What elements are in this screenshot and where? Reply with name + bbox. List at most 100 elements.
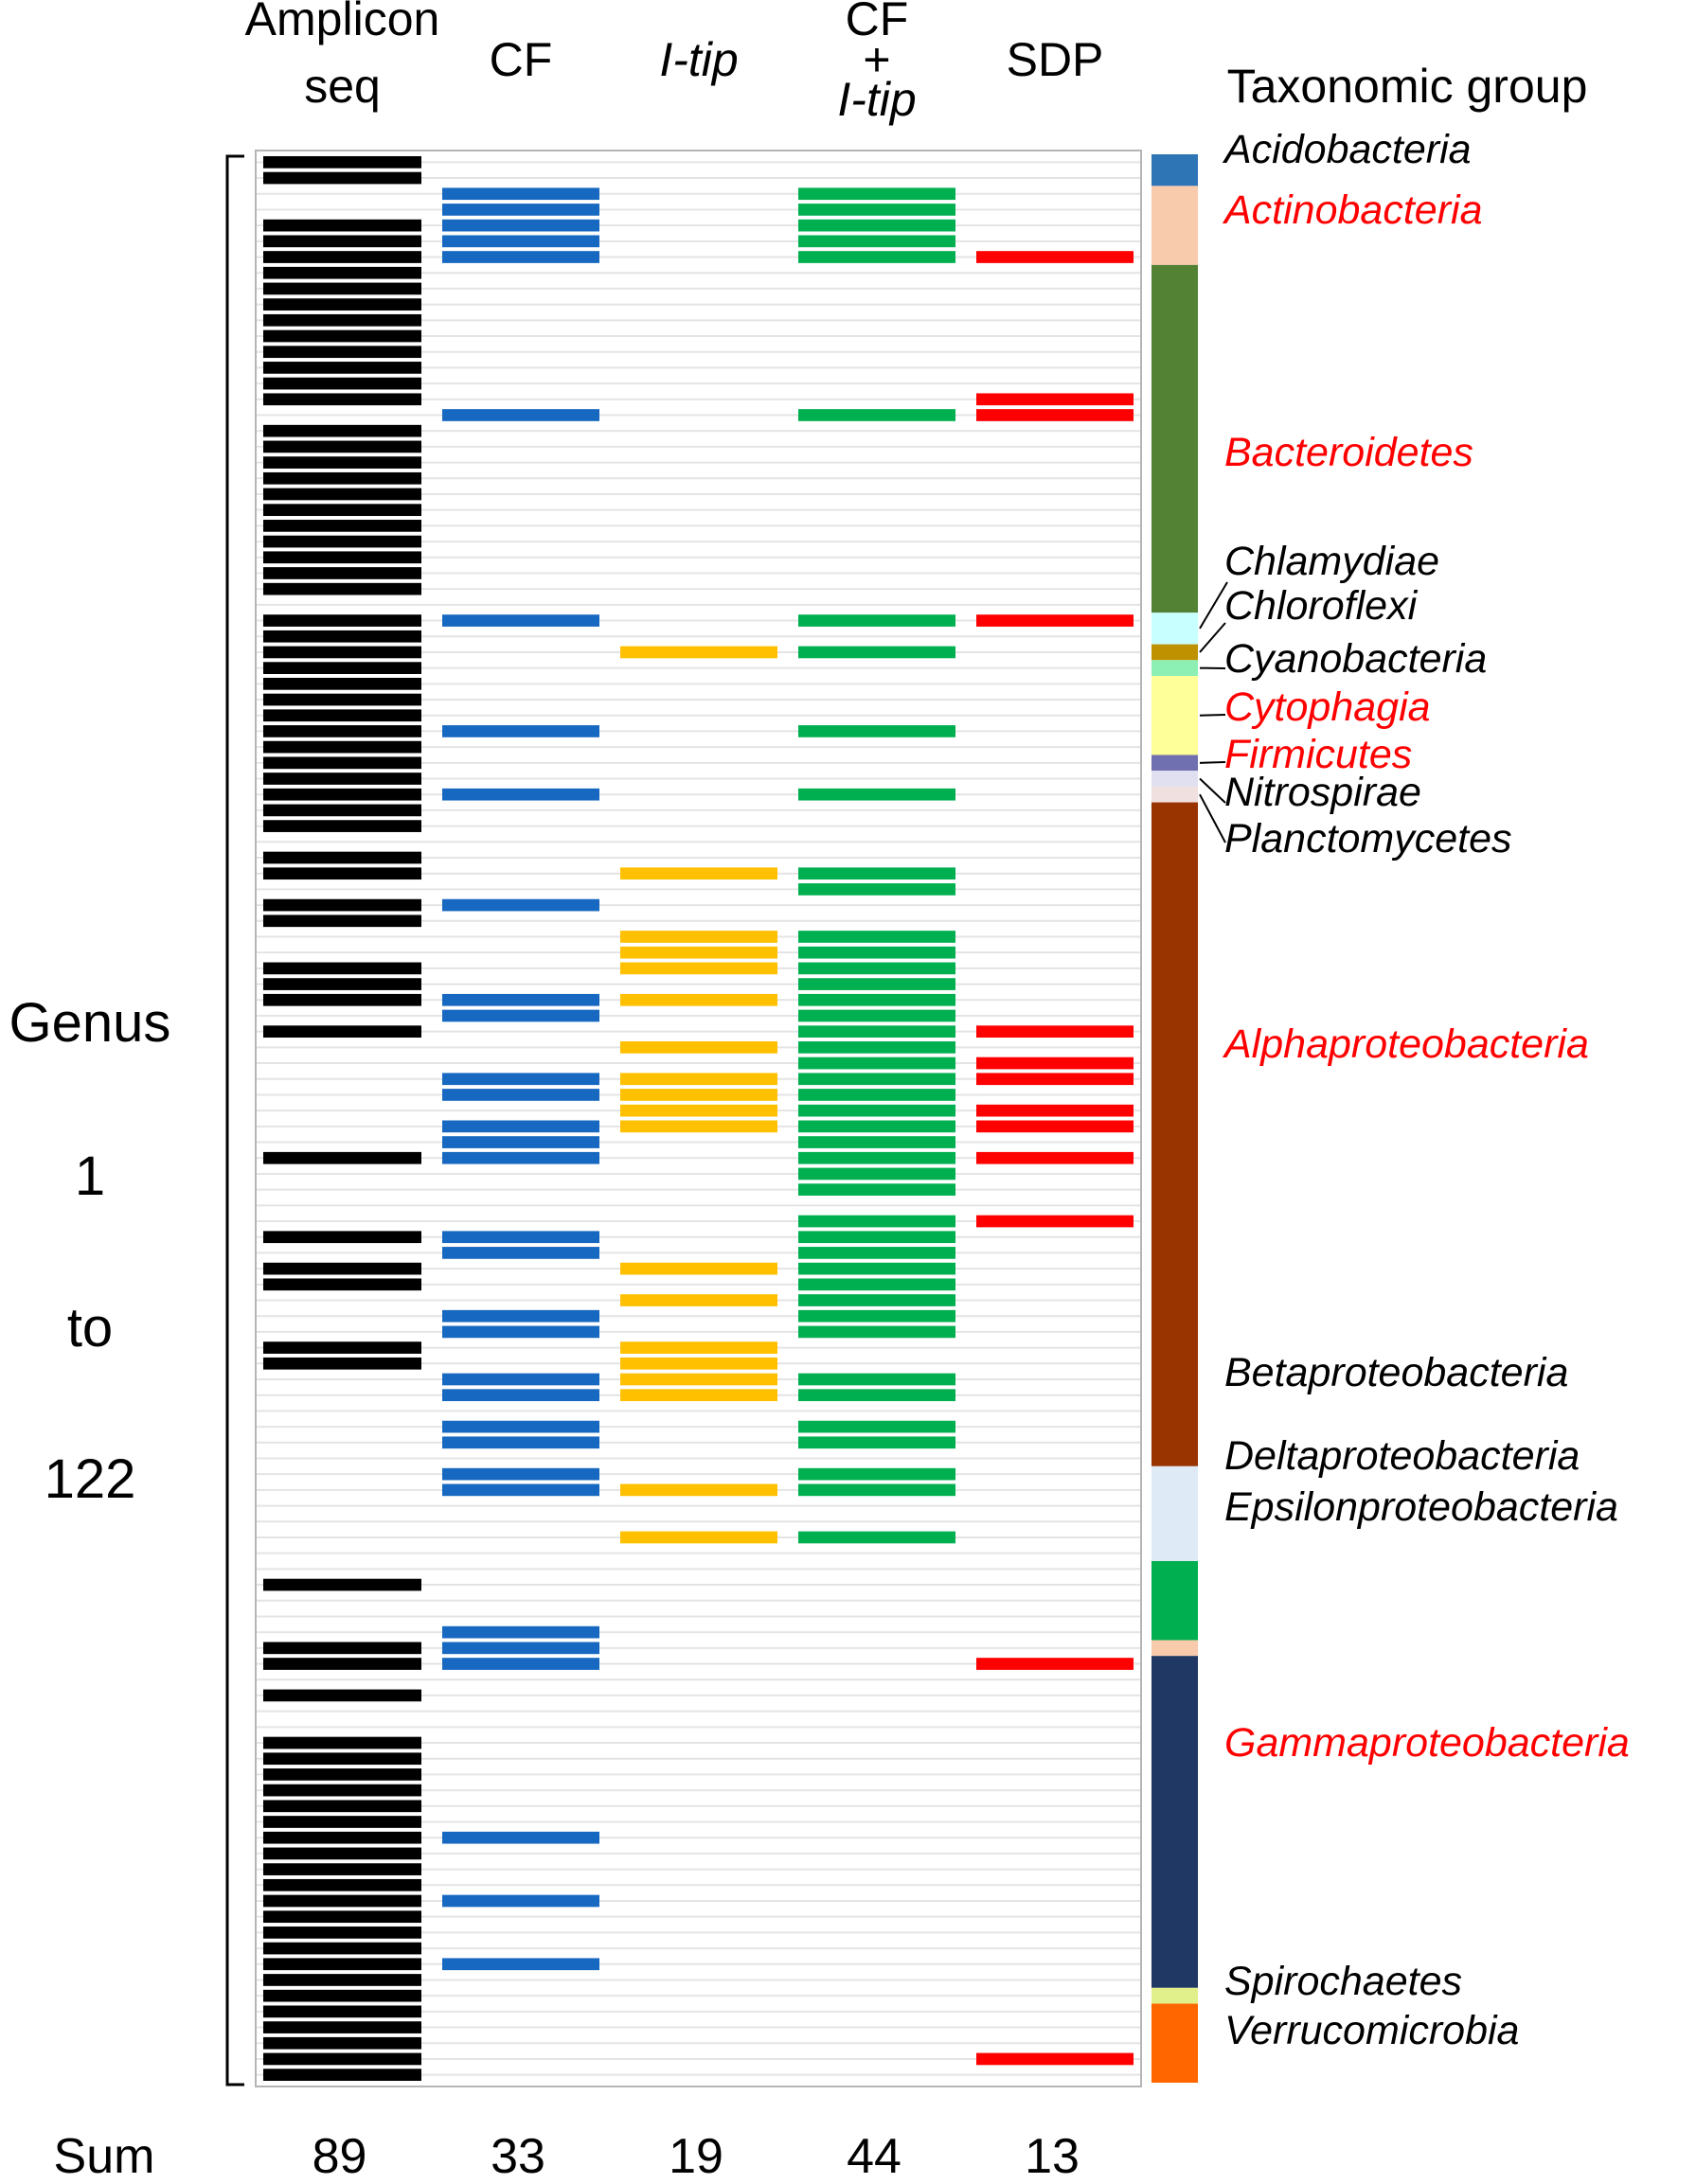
bar-cf_itip-genus-58: [798, 1056, 955, 1070]
leader-chloroflexi: [1199, 622, 1226, 653]
bar-itip-genus-46: [620, 867, 777, 880]
bar-amplicon-genus-52: [263, 962, 421, 975]
bar-cf-genus-84: [442, 1467, 599, 1481]
sum-sdp: 13: [1025, 2129, 1080, 2184]
bar-amplicon-genus-45: [263, 851, 421, 864]
bar-cf_itip-genus-65: [798, 1167, 955, 1181]
bar-amplicon-genus-34: [263, 677, 421, 690]
sum-itip: 19: [669, 2129, 723, 2184]
bar-amplicon-genus-122: [263, 2069, 421, 2081]
bar-itip-genus-61: [620, 1104, 777, 1117]
bar-sdp-genus-68: [976, 1215, 1134, 1228]
bar-amplicon-genus-41: [263, 788, 421, 801]
bar-amplicon-genus-21: [263, 471, 421, 485]
bar-cf_itip-genus-74: [798, 1309, 955, 1323]
bar-cf_itip-genus-52: [798, 962, 955, 975]
bar-itip-genus-77: [620, 1357, 777, 1370]
tax-band-actinobacteria: [1151, 186, 1198, 265]
column-header-cf-line-0: CF: [490, 33, 553, 86]
bar-cf-genus-4: [442, 204, 599, 216]
bar-amplicon-genus-110: [263, 1878, 421, 1891]
bar-amplicon-genus-23: [263, 504, 421, 517]
bar-amplicon-genus-115: [263, 1958, 421, 1971]
bar-cf-genus-41: [442, 788, 599, 801]
bar-itip-genus-76: [620, 1341, 777, 1354]
bar-amplicon-genus-18: [263, 424, 421, 437]
bar-amplicon-genus-8: [263, 266, 421, 279]
bar-amplicon-genus-30: [263, 614, 421, 627]
bar-amplicon-genus-113: [263, 1927, 421, 1939]
bar-cf-genus-63: [442, 1136, 599, 1148]
tax-band-bacteroidetes: [1151, 264, 1198, 613]
sum-cf: 33: [491, 2129, 545, 2184]
bar-cf_itip-genus-46: [798, 867, 955, 880]
bar-cf_itip-genus-56: [798, 1025, 955, 1039]
bar-cf_itip-genus-63: [798, 1136, 955, 1148]
bar-cf_itip-genus-17: [798, 409, 955, 421]
bar-cf_itip-genus-53: [798, 978, 955, 990]
bar-amplicon-genus-119: [263, 2021, 421, 2033]
bar-amplicon-genus-13: [263, 346, 421, 359]
bar-cf-genus-59: [442, 1073, 599, 1086]
leader-firmicutes: [1199, 761, 1226, 764]
bar-amplicon-genus-20: [263, 456, 421, 469]
tax-band-cytophagia: [1151, 675, 1198, 755]
taxonomic-group-header: Taxonomic group: [1227, 60, 1588, 113]
tax-band-cyanobacteria: [1151, 660, 1198, 676]
bar-amplicon-genus-1: [263, 156, 421, 169]
tax-band-firmicutes: [1151, 755, 1198, 772]
bar-cf-genus-107: [442, 1831, 599, 1844]
tax-label-alphaproteobacteria: Alphaproteobacteria: [1222, 1021, 1589, 1067]
genus-axis-label-1: 1: [75, 1145, 105, 1207]
bar-amplicon-genus-107: [263, 1831, 421, 1844]
bar-sdp-genus-17: [976, 409, 1134, 421]
tax-label-cyanobacteria: Cyanobacteria: [1224, 636, 1487, 682]
leader-nitrospirae: [1199, 777, 1226, 804]
genus-axis-label-0: Genus: [9, 992, 171, 1054]
bar-amplicon-genus-22: [263, 488, 421, 501]
bar-itip-genus-73: [620, 1294, 777, 1306]
tax-label-acidobacteria: Acidobacteria: [1222, 127, 1472, 172]
bar-amplicon-genus-95: [263, 1642, 421, 1655]
bar-itip-genus-62: [620, 1120, 777, 1133]
bar-cf_itip-genus-72: [798, 1278, 955, 1291]
bar-cf-genus-94: [442, 1625, 599, 1639]
bar-amplicon-genus-36: [263, 709, 421, 722]
leader-cytophagia: [1199, 714, 1226, 717]
bar-amplicon-genus-33: [263, 662, 421, 674]
bar-cf_itip-genus-60: [798, 1089, 955, 1101]
bar-cf-genus-111: [442, 1894, 599, 1908]
bar-amplicon-genus-27: [263, 567, 421, 579]
bar-amplicon-genus-53: [263, 978, 421, 990]
tax-band-planctomycetes: [1151, 786, 1198, 803]
tax-label-deltaproteobacteria: Deltaproteobacteria: [1224, 1433, 1580, 1479]
taxonomic-groups: AcidobacteriaActinobacteriaBacteroidetes…: [1151, 127, 1630, 2083]
bar-amplicon-genus-15: [263, 377, 421, 390]
bar-amplicon-genus-5: [263, 219, 421, 232]
tax-label-bacteroidetes: Bacteroidetes: [1224, 430, 1473, 475]
bar-cf_itip-genus-69: [798, 1231, 955, 1244]
tax-band-deltaproteobacteria: [1151, 1561, 1198, 1641]
bar-cf_itip-genus-30: [798, 614, 955, 627]
bar-cf_itip-genus-5: [798, 219, 955, 232]
bar-cf-genus-85: [442, 1483, 599, 1497]
bar-cf-genus-5: [442, 219, 599, 232]
tax-band-chlamydiae: [1151, 613, 1198, 645]
bar-cf-genus-3: [442, 187, 599, 201]
bar-amplicon-genus-43: [263, 820, 421, 832]
tax-label-gammaproteobacteria: Gammaproteobacteria: [1224, 1720, 1630, 1766]
bar-sdp-genus-16: [976, 393, 1134, 406]
bar-sdp-genus-121: [976, 2052, 1134, 2066]
tax-label-nitrospirae: Nitrospirae: [1224, 770, 1421, 815]
bar-cf-genus-37: [442, 725, 599, 737]
bar-itip-genus-78: [620, 1373, 777, 1386]
genus-bracket: [225, 154, 244, 2086]
bar-cf_itip-genus-66: [798, 1183, 955, 1196]
bar-itip-genus-51: [620, 946, 777, 959]
bar-cf-genus-79: [442, 1389, 599, 1402]
leader-chlamydiae: [1199, 581, 1228, 630]
sum-amplicon: 89: [312, 2129, 367, 2184]
bar-amplicon-genus-37: [263, 725, 421, 737]
bar-amplicon-genus-56: [263, 1025, 421, 1039]
